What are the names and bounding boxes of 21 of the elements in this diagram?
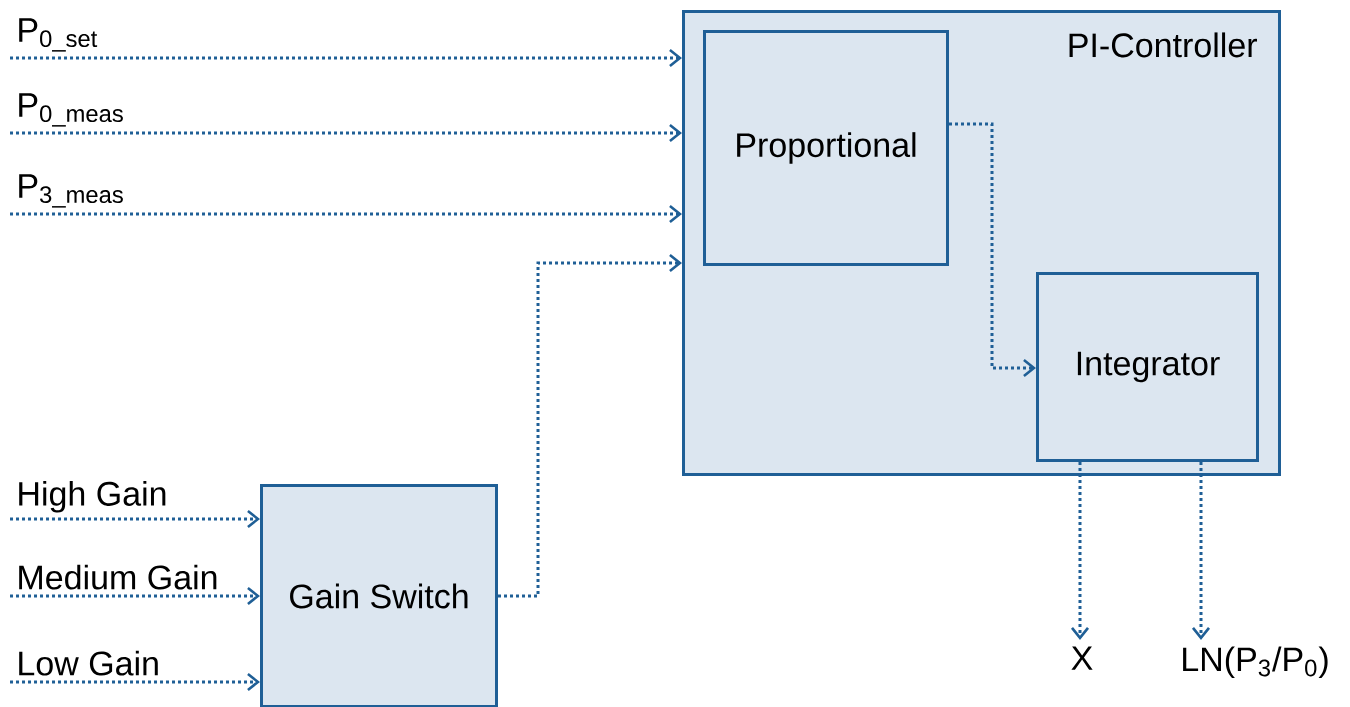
arrow (949, 122, 1036, 377)
arrow (10, 510, 260, 528)
signal-label: LN(P$_{3}$/P$_{0}$) (1183, 646, 1328, 679)
signal-label: P$_{3_meas}$ (19, 174, 123, 208)
arrow (10, 49, 682, 67)
arrow (1071, 462, 1089, 640)
signal-label: Low Gain (19, 650, 158, 676)
arrow (10, 205, 682, 223)
arrow (10, 587, 260, 605)
arrow (498, 254, 682, 598)
arrow (10, 124, 682, 142)
signal-label: P$_{0_set}$ (19, 18, 98, 52)
signal-label: P$_{0_meas}$ (19, 93, 123, 127)
signal-label: X (1071, 646, 1093, 670)
signal-label: High Gain (19, 480, 166, 513)
process-box: Gain Switch (260, 484, 498, 707)
process-box: Proportional (703, 30, 949, 266)
arrow (10, 672, 260, 691)
signal-label: Medium Gain (19, 564, 217, 590)
arrow (1192, 462, 1210, 640)
process-box: Integrator (1036, 272, 1259, 462)
